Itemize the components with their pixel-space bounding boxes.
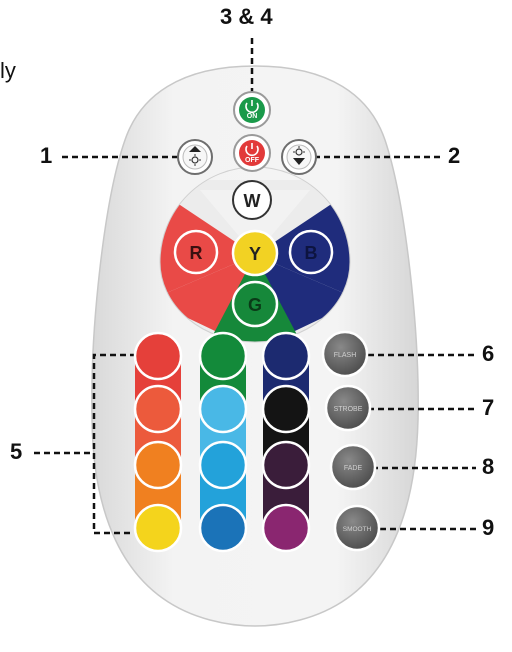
power-on-icon — [245, 102, 259, 114]
color-button[interactable] — [133, 331, 183, 381]
yellow-button[interactable]: Y — [231, 229, 279, 277]
brightness-down-icon — [293, 146, 305, 165]
brightness-down-button[interactable] — [281, 139, 317, 175]
blue-button[interactable]: B — [288, 229, 334, 275]
blue-label: B — [305, 243, 318, 263]
fade-button[interactable]: FADE — [329, 443, 377, 491]
green-button[interactable]: G — [231, 280, 279, 328]
white-label: W — [244, 191, 261, 211]
power-off-icon — [245, 145, 259, 157]
callout-6: 6 — [482, 341, 495, 366]
white-button[interactable]: W — [232, 180, 272, 220]
brightness-up-icon — [189, 146, 201, 166]
callout-8: 8 — [482, 454, 495, 479]
callout-5: 5 — [10, 439, 23, 464]
callout-2: 2 — [448, 143, 461, 168]
power-off-button[interactable]: OFF — [233, 134, 271, 172]
power-off-label: OFF — [245, 157, 260, 164]
color-button[interactable] — [133, 440, 183, 490]
strobe-button[interactable]: STROBE — [324, 384, 372, 432]
color-button[interactable] — [261, 331, 311, 381]
red-button[interactable]: R — [173, 229, 219, 275]
red-label: R — [190, 243, 203, 263]
color-button[interactable] — [198, 440, 248, 490]
color-button[interactable] — [133, 384, 183, 434]
color-button[interactable] — [261, 384, 311, 434]
fade-label: FADE — [344, 465, 363, 472]
power-on-label: ON — [247, 113, 258, 120]
color-button[interactable] — [133, 503, 183, 553]
callout-9: 9 — [482, 515, 495, 540]
yellow-label: Y — [249, 244, 261, 264]
smooth-button[interactable]: SMOOTH — [333, 504, 381, 552]
color-button[interactable] — [261, 440, 311, 490]
color-button[interactable] — [261, 503, 311, 553]
callout-3-4: 3 & 4 — [220, 4, 273, 29]
power-on-button[interactable]: ON — [233, 91, 271, 129]
callout-7: 7 — [482, 395, 495, 420]
brightness-up-button[interactable] — [177, 139, 213, 175]
color-button-grid — [133, 331, 311, 553]
flash-button[interactable]: FLASH — [321, 330, 369, 378]
green-label: G — [248, 295, 262, 315]
smooth-label: SMOOTH — [343, 526, 372, 533]
color-button[interactable] — [198, 384, 248, 434]
color-button[interactable] — [198, 331, 248, 381]
callout-lines — [34, 38, 476, 535]
callout-1: 1 — [40, 143, 53, 168]
strobe-label: STROBE — [334, 406, 363, 413]
cropped-text-fragment: ly — [0, 58, 16, 83]
color-button[interactable] — [198, 503, 248, 553]
flash-label: FLASH — [334, 352, 357, 359]
